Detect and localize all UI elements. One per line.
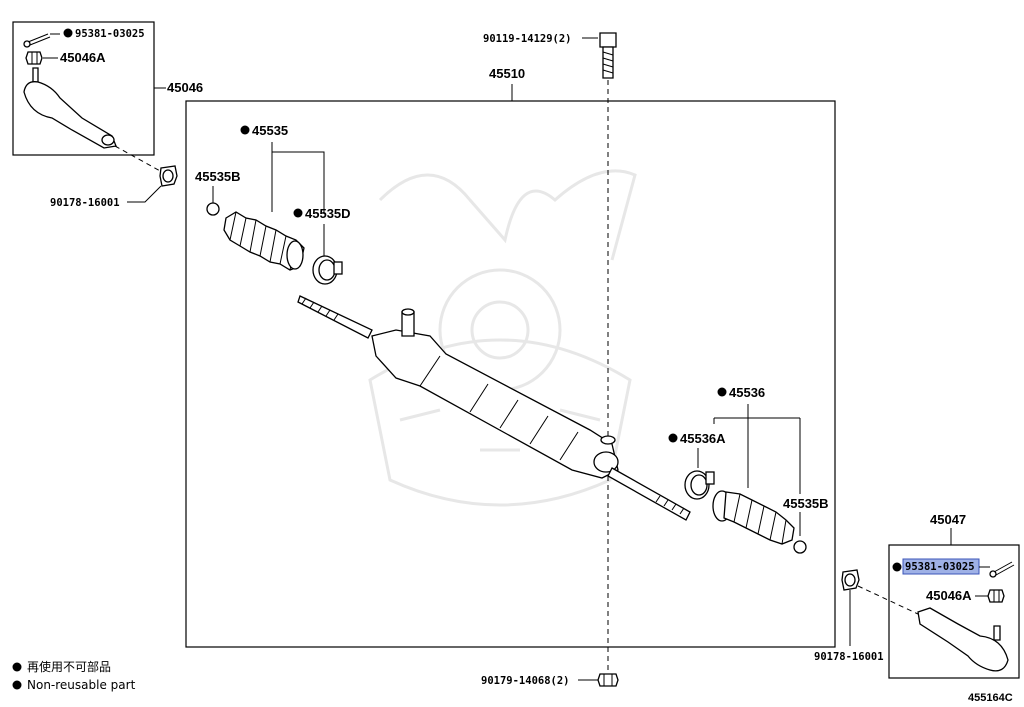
clip-left-label: 45535B	[195, 169, 241, 184]
nut-right-label: 45046A	[926, 588, 972, 603]
non-reusable-dot	[717, 387, 727, 397]
legend-dot	[12, 680, 22, 690]
tie-rod-end-right-frame	[888, 544, 1020, 679]
clamp-right-icon	[684, 470, 715, 500]
cotter-pin-left-label: 95381-03025	[75, 28, 145, 40]
clamp-left-label: 45535D	[305, 206, 351, 221]
clip-left-icon	[206, 202, 220, 216]
tie-rod-end-left-icon	[23, 67, 117, 149]
bolt-top-label: 90119-14129(2)	[483, 33, 572, 45]
nut-bottom-label: 90179-14068(2)	[481, 675, 570, 687]
diagram-reference: 455164C	[968, 692, 1013, 704]
rack-assembly-label: 45510	[489, 66, 525, 81]
tie-rod-end-right-icon	[917, 607, 1009, 672]
nut-left-icon	[25, 51, 43, 65]
legend: 再使用不可部品 Non-reusable part	[12, 659, 136, 692]
rack-assembly-frame	[185, 100, 836, 648]
boot-left-icon	[223, 211, 305, 271]
boot-right-icon	[712, 490, 795, 545]
legend-jp: 再使用不可部品	[27, 659, 111, 674]
clamp-right-label: 45536A	[680, 431, 726, 446]
tie-rod-end-right-label: 45047	[930, 512, 966, 527]
steering-rack-icon	[297, 295, 691, 521]
non-reusable-dot	[240, 125, 250, 135]
boot-right-label: 45536	[729, 385, 765, 400]
clip-right-label: 45535B	[783, 496, 829, 511]
non-reusable-dot	[668, 433, 678, 443]
legend-en: Non-reusable part	[27, 678, 136, 692]
bolt-top-icon	[599, 32, 617, 79]
cotter-pin-right-icon	[989, 561, 1015, 578]
boot-left-label: 45535	[252, 123, 288, 138]
nut-bottom-left-icon	[159, 165, 178, 187]
nut-bottom-right-label: 90178-16001	[814, 651, 884, 663]
non-reusable-dot	[892, 562, 902, 572]
clamp-left-icon	[312, 255, 343, 285]
tie-rod-end-left-label: 45046	[167, 80, 203, 95]
cotter-pin-right-label: 95381-03025	[905, 561, 975, 573]
nut-bottom-left-label: 90178-16001	[50, 197, 120, 209]
nut-bottom-right-icon	[841, 569, 860, 591]
clip-right-icon	[793, 540, 807, 554]
nut-right-icon	[987, 589, 1005, 603]
cotter-pin-left-icon	[23, 33, 51, 48]
nut-left-label: 45046A	[60, 50, 106, 65]
legend-dot	[12, 662, 22, 672]
nut-bottom-icon	[597, 673, 619, 687]
non-reusable-dot	[293, 208, 303, 218]
non-reusable-dot	[63, 28, 73, 38]
